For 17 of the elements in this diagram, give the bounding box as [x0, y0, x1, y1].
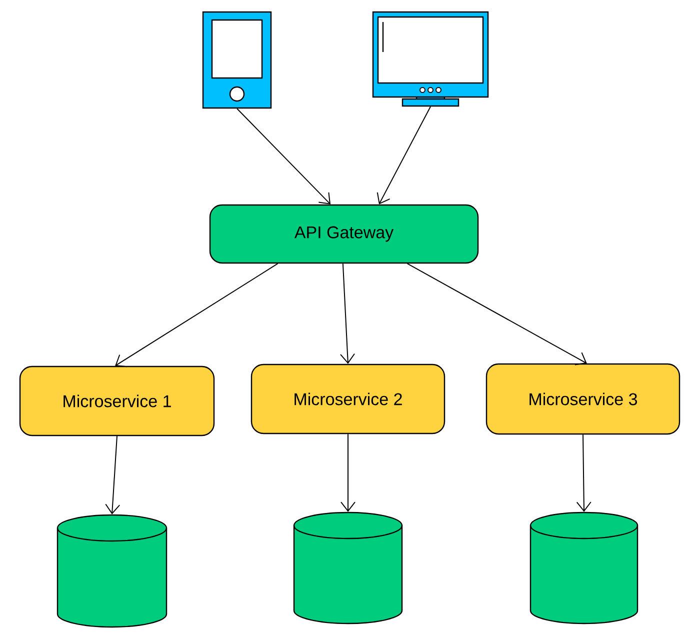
service-box: Microservice 1 [19, 366, 215, 436]
arrow [115, 263, 278, 368]
phone-drawing [202, 11, 272, 109]
service-box: Microservice 2 [250, 364, 446, 434]
monitor-drawing [372, 11, 489, 107]
gateway-box: API Gateway [209, 204, 479, 264]
arrow [576, 434, 592, 512]
database-cylinder [293, 512, 403, 624]
arrow [236, 108, 331, 204]
arrow [105, 436, 120, 514]
arrow [406, 263, 587, 366]
database-cylinder [530, 512, 638, 624]
database-cylinder [56, 514, 168, 628]
arrow [340, 263, 355, 364]
arrow [376, 106, 431, 204]
service-box: Microservice 3 [486, 363, 680, 435]
arrow [340, 434, 356, 512]
